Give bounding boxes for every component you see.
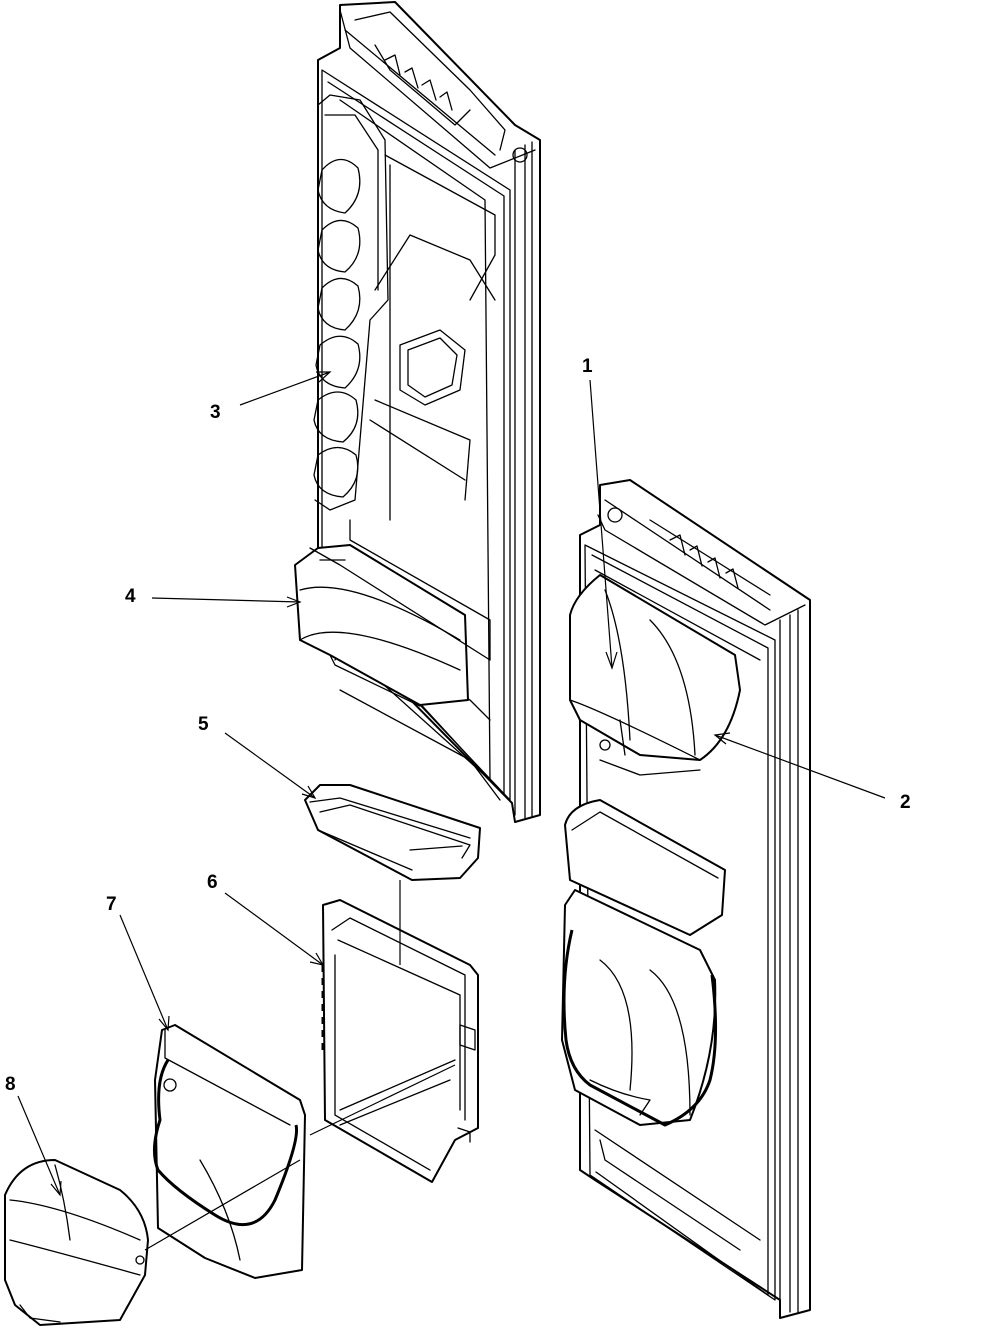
assembly-guide-lines bbox=[144, 880, 456, 1251]
small-bin-5 bbox=[304, 784, 481, 881]
callout-leaders bbox=[17, 371, 886, 1197]
right-door-lower-bins bbox=[561, 799, 726, 1127]
callout-3: 3 bbox=[210, 402, 221, 423]
door-bin-2 bbox=[569, 574, 741, 776]
callout-6: 6 bbox=[207, 872, 218, 893]
tall-bin-6 bbox=[321, 899, 479, 1183]
callout-4: 4 bbox=[125, 586, 136, 607]
callout-8: 8 bbox=[5, 1074, 16, 1095]
callout-2: 2 bbox=[900, 792, 911, 813]
callout-7: 7 bbox=[106, 894, 117, 915]
front-cover-8 bbox=[4, 1159, 149, 1326]
callout-labels: 1 2 3 4 5 6 7 8 bbox=[5, 356, 911, 1095]
egg-cups bbox=[313, 158, 361, 498]
curved-bin-7 bbox=[153, 1024, 306, 1279]
door-bin-4 bbox=[294, 544, 491, 707]
callout-1: 1 bbox=[582, 356, 593, 377]
callout-5: 5 bbox=[198, 714, 209, 735]
